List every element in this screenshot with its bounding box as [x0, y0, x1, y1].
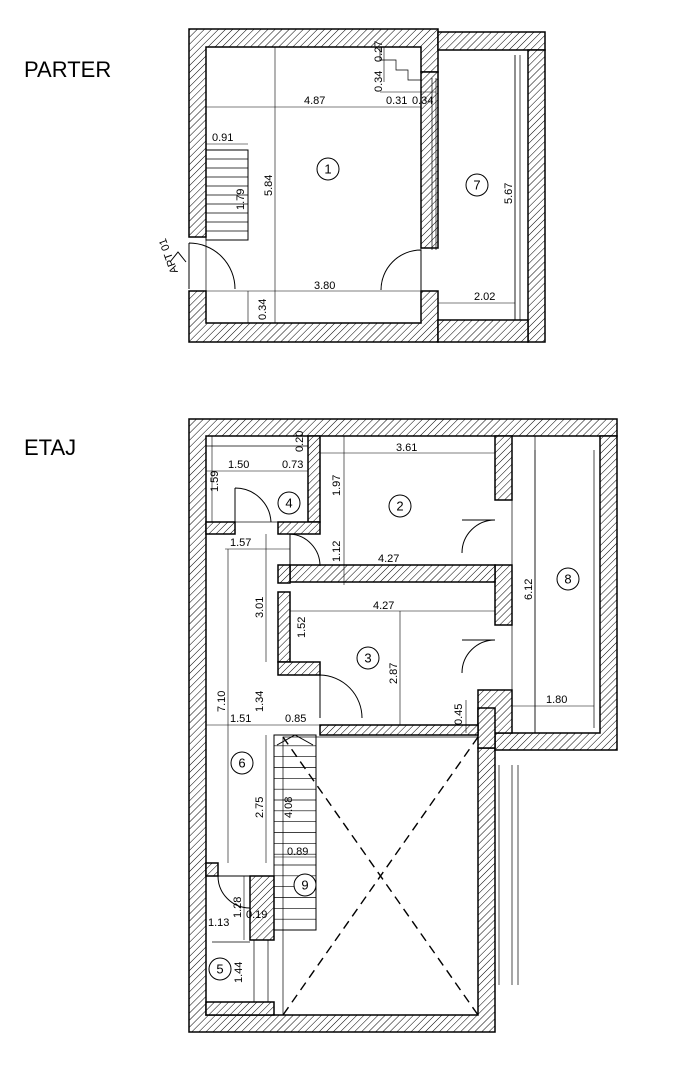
- dim-label: 1.12: [331, 541, 343, 562]
- dim-label: 2.75: [254, 797, 266, 818]
- dim-label: 5.84: [263, 175, 275, 196]
- room-2-marker: 2: [388, 494, 412, 518]
- parter-dimension-lines: [206, 47, 516, 323]
- dim-label: 1.50: [228, 459, 249, 471]
- dim-label: 1.28: [232, 897, 244, 918]
- dim-label: 1.13: [208, 917, 229, 929]
- dim-label: 0.73: [282, 459, 303, 471]
- level-label-parter: PARTER: [24, 57, 111, 82]
- room-1-marker: 1: [316, 157, 340, 181]
- dim-label: 0.19: [246, 909, 267, 921]
- room-6-marker: 6: [230, 751, 254, 775]
- entrance-label: APT 01: [157, 237, 181, 275]
- dim-label: 5.67: [503, 183, 515, 204]
- dim-label: 4.08: [283, 797, 295, 818]
- dim-label: 3.61: [396, 442, 417, 454]
- dim-label: 3.80: [314, 280, 335, 292]
- parter-dimension-texts: 0.34 0.27 0.31 0.34 4.87 0.91 5.84 1.79 …: [212, 41, 515, 320]
- dim-label: 1.80: [546, 694, 567, 706]
- room-number: 1: [324, 162, 331, 177]
- dim-label: 2.02: [474, 291, 495, 303]
- dim-label: 0.34: [373, 71, 385, 92]
- dim-label: 0.34: [257, 299, 269, 320]
- parter-walls: [188, 28, 546, 343]
- dim-label: 0.27: [373, 41, 385, 62]
- dim-label: 0.31: [386, 95, 407, 107]
- dim-label: 4.27: [373, 600, 394, 612]
- parter-entrance-door: [188, 242, 236, 290]
- room-number: 2: [396, 499, 403, 514]
- dim-label: 1.44: [233, 962, 245, 983]
- dim-label: 2.87: [388, 663, 400, 684]
- dim-label: 4.87: [304, 95, 325, 107]
- dim-label: 0.34: [412, 95, 433, 107]
- level-label-etaj: ETAJ: [24, 435, 76, 460]
- room-4-marker: 4: [277, 491, 301, 515]
- entrance-arrow-icon: [169, 251, 187, 263]
- dim-label: 1.52: [296, 617, 308, 638]
- dim-label: 1.59: [209, 471, 221, 492]
- room-8-marker: 8: [556, 567, 580, 591]
- room-5-marker: 5: [208, 957, 232, 981]
- dim-label: 0.91: [212, 132, 233, 144]
- dim-label: 0.85: [285, 713, 306, 725]
- dim-label: 1.57: [230, 537, 251, 549]
- dim-label: 1.34: [254, 691, 266, 712]
- dim-label: 7.10: [216, 691, 228, 712]
- dim-label: 3.01: [254, 597, 266, 618]
- dim-label: 0.45: [453, 704, 465, 725]
- room-7-marker: 7: [465, 173, 489, 197]
- dim-label: 1.51: [230, 713, 251, 725]
- dim-label: 0.89: [287, 846, 308, 858]
- etaj-dimension-texts: 0.20 1.50 0.73 1.59 3.61 1.97 1.57 1.12 …: [208, 431, 567, 983]
- room-number: 5: [216, 962, 223, 977]
- etaj-doors: [217, 487, 496, 909]
- room-number: 4: [285, 496, 292, 511]
- room-9-marker: 9: [293, 873, 317, 897]
- dim-label: 6.12: [523, 579, 535, 600]
- dim-label: 1.97: [331, 475, 343, 496]
- etaj-stairs: [273, 734, 317, 931]
- dim-label: 1.79: [235, 189, 247, 210]
- room-3-marker: 3: [356, 646, 380, 670]
- parter-terrace-door: [380, 249, 422, 291]
- room-number: 7: [473, 178, 480, 193]
- room-number: 9: [301, 878, 308, 893]
- etaj-dimension-lines: [206, 436, 594, 940]
- room-number: 3: [364, 651, 371, 666]
- room-number: 6: [238, 756, 245, 771]
- room-number: 8: [564, 572, 571, 587]
- dim-label: 4.27: [378, 553, 399, 565]
- dim-label: 0.20: [294, 431, 306, 452]
